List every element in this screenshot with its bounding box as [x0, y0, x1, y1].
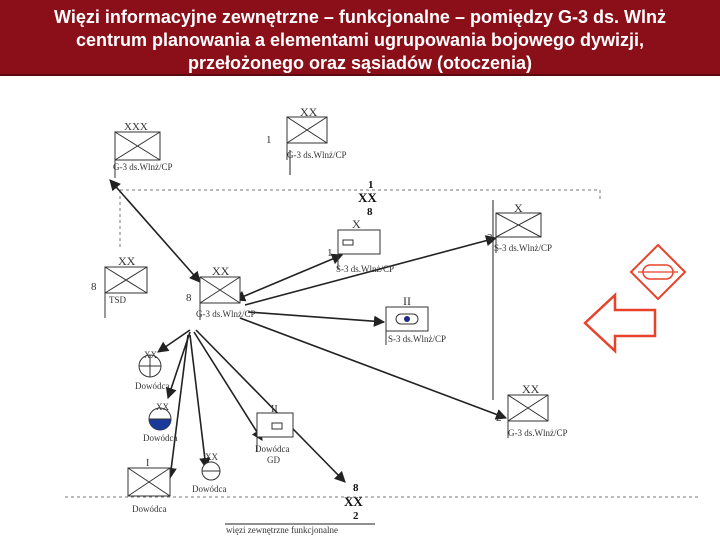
tsd-label: TSD [109, 295, 127, 305]
lower-div-number: 2 [496, 412, 502, 424]
battalion-symbol[interactable]: II S-3 ds.Wlnż/CP [385, 294, 446, 345]
commander-1-label: Dowódca [135, 381, 170, 391]
tsd-number: 8 [91, 281, 97, 293]
boundary-bottom-echelon: XX [344, 494, 363, 509]
corps-echelon: XXX [124, 121, 148, 133]
boundary-top-unit: 8 [367, 206, 373, 218]
title-line-2: centrum planowania a elementami ugrupowa… [75, 30, 645, 50]
arrow-main-cmdr1 [157, 329, 191, 353]
brigade-1-symbol[interactable]: X 1 S-3 ds.Wlnż/CP [327, 217, 394, 274]
arrow-main-lowerdiv [239, 317, 508, 420]
arrow-corps-main [109, 179, 201, 283]
corps-label: G-3 ds.Wlnż/CP [113, 162, 173, 172]
tsd-symbol[interactable]: XX 8 TSD [91, 254, 148, 318]
commander-4-echelon: I [146, 458, 149, 469]
commander-3-label: Dowódca [192, 484, 227, 494]
brigade-3-label: S-3 ds.Wlnż/CP [494, 243, 552, 253]
legend-label: więzi zewnętrzne funkcjonalne [226, 525, 338, 535]
commander-4-symbol[interactable]: I Dowódca [127, 458, 171, 514]
connection-arrows [109, 179, 508, 483]
commander-2-echelon: XX [156, 402, 169, 412]
battalion-label: S-3 ds.Wlnż/CP [388, 334, 446, 344]
commander-gd-sub: GD [267, 455, 280, 465]
brigade-1-label: S-3 ds.Wlnż/CP [336, 264, 394, 274]
boundary-bottom-unit: 8 [353, 482, 359, 494]
slide-title: Więzi informacyjne zewnętrzne – funkcjon… [0, 0, 720, 76]
upper-div-number: 1 [266, 134, 272, 146]
commander-2-label: Dowódca [143, 433, 178, 443]
title-line-3: przełożonego oraz sąsiadów (otoczenia) [187, 53, 533, 73]
bottom-boundary-marker: 8 XX 2 [344, 482, 363, 522]
commander-4-label: Dowódca [132, 504, 167, 514]
boundary-top-number: 1 [368, 179, 374, 191]
commander-3-echelon: XX [205, 452, 218, 462]
arrow-main-cmdr3 [189, 334, 211, 470]
lower-div-cp-symbol[interactable]: XX 2 G-3 ds.Wlnż/CP [496, 382, 568, 438]
corps-cp-symbol[interactable]: XXX G-3 ds.Wlnż/CP [113, 121, 173, 178]
main-number: 8 [186, 292, 192, 304]
commander-gd-echelon: II [271, 404, 278, 415]
legend: więzi zewnętrzne funkcjonalne [225, 523, 375, 535]
upper-div-cp-symbol[interactable]: XX 1 G-3 ds.Wlnż/CP [266, 105, 347, 160]
arrow-main-brigade1 [233, 253, 344, 302]
commander-gd-symbol[interactable]: II Dowódca GD [255, 404, 294, 465]
lower-div-label: G-3 ds.Wlnż/CP [508, 428, 568, 438]
brigade-3-echelon: X [514, 201, 523, 215]
commander-1-symbol[interactable]: XX Dowódca [135, 350, 170, 391]
main-echelon: XX [212, 264, 230, 278]
arrow-main-bottom [195, 329, 346, 483]
main-label: G-3 ds.Wlnż/CP [196, 309, 256, 319]
arrow-main-battalion [247, 311, 386, 327]
commander-3-symbol[interactable]: XX Dowódca [192, 452, 227, 494]
upper-div-label: G-3 ds.Wlnż/CP [287, 150, 347, 160]
tsd-echelon: XX [118, 254, 136, 268]
commander-1-echelon: XX [144, 350, 157, 360]
commander-gd-label: Dowódca [255, 444, 290, 454]
boundary-bottom-number: 2 [353, 510, 359, 522]
brigade-3-symbol[interactable]: X 3 S-3 ds.Wlnż/CP [487, 201, 552, 253]
lower-div-echelon: XX [522, 382, 540, 396]
arrow-main-cmdr-gd [193, 331, 263, 441]
diamond-icon [629, 243, 687, 301]
brigade-1-number: 1 [327, 247, 333, 259]
commander-2-symbol[interactable]: XX Dowódca [143, 402, 178, 443]
title-line-1: Więzi informacyjne zewnętrzne – funkcjon… [54, 7, 666, 27]
brigade-1-echelon: X [352, 217, 361, 231]
boundary-top-echelon: XX [358, 190, 377, 205]
arrow-main-brigade3 [244, 235, 498, 306]
battalion-echelon: II [403, 294, 411, 308]
upper-div-echelon: XX [300, 105, 318, 119]
brigade-3-number: 3 [487, 232, 493, 244]
top-boundary-marker: 1 XX 8 [358, 179, 377, 218]
main-div-cp-symbol[interactable]: XX 8 G-3 ds.Wlnż/CP [186, 264, 256, 320]
arrow-main-cmdr4 [165, 334, 189, 480]
red-pointer-arrow [583, 292, 657, 354]
